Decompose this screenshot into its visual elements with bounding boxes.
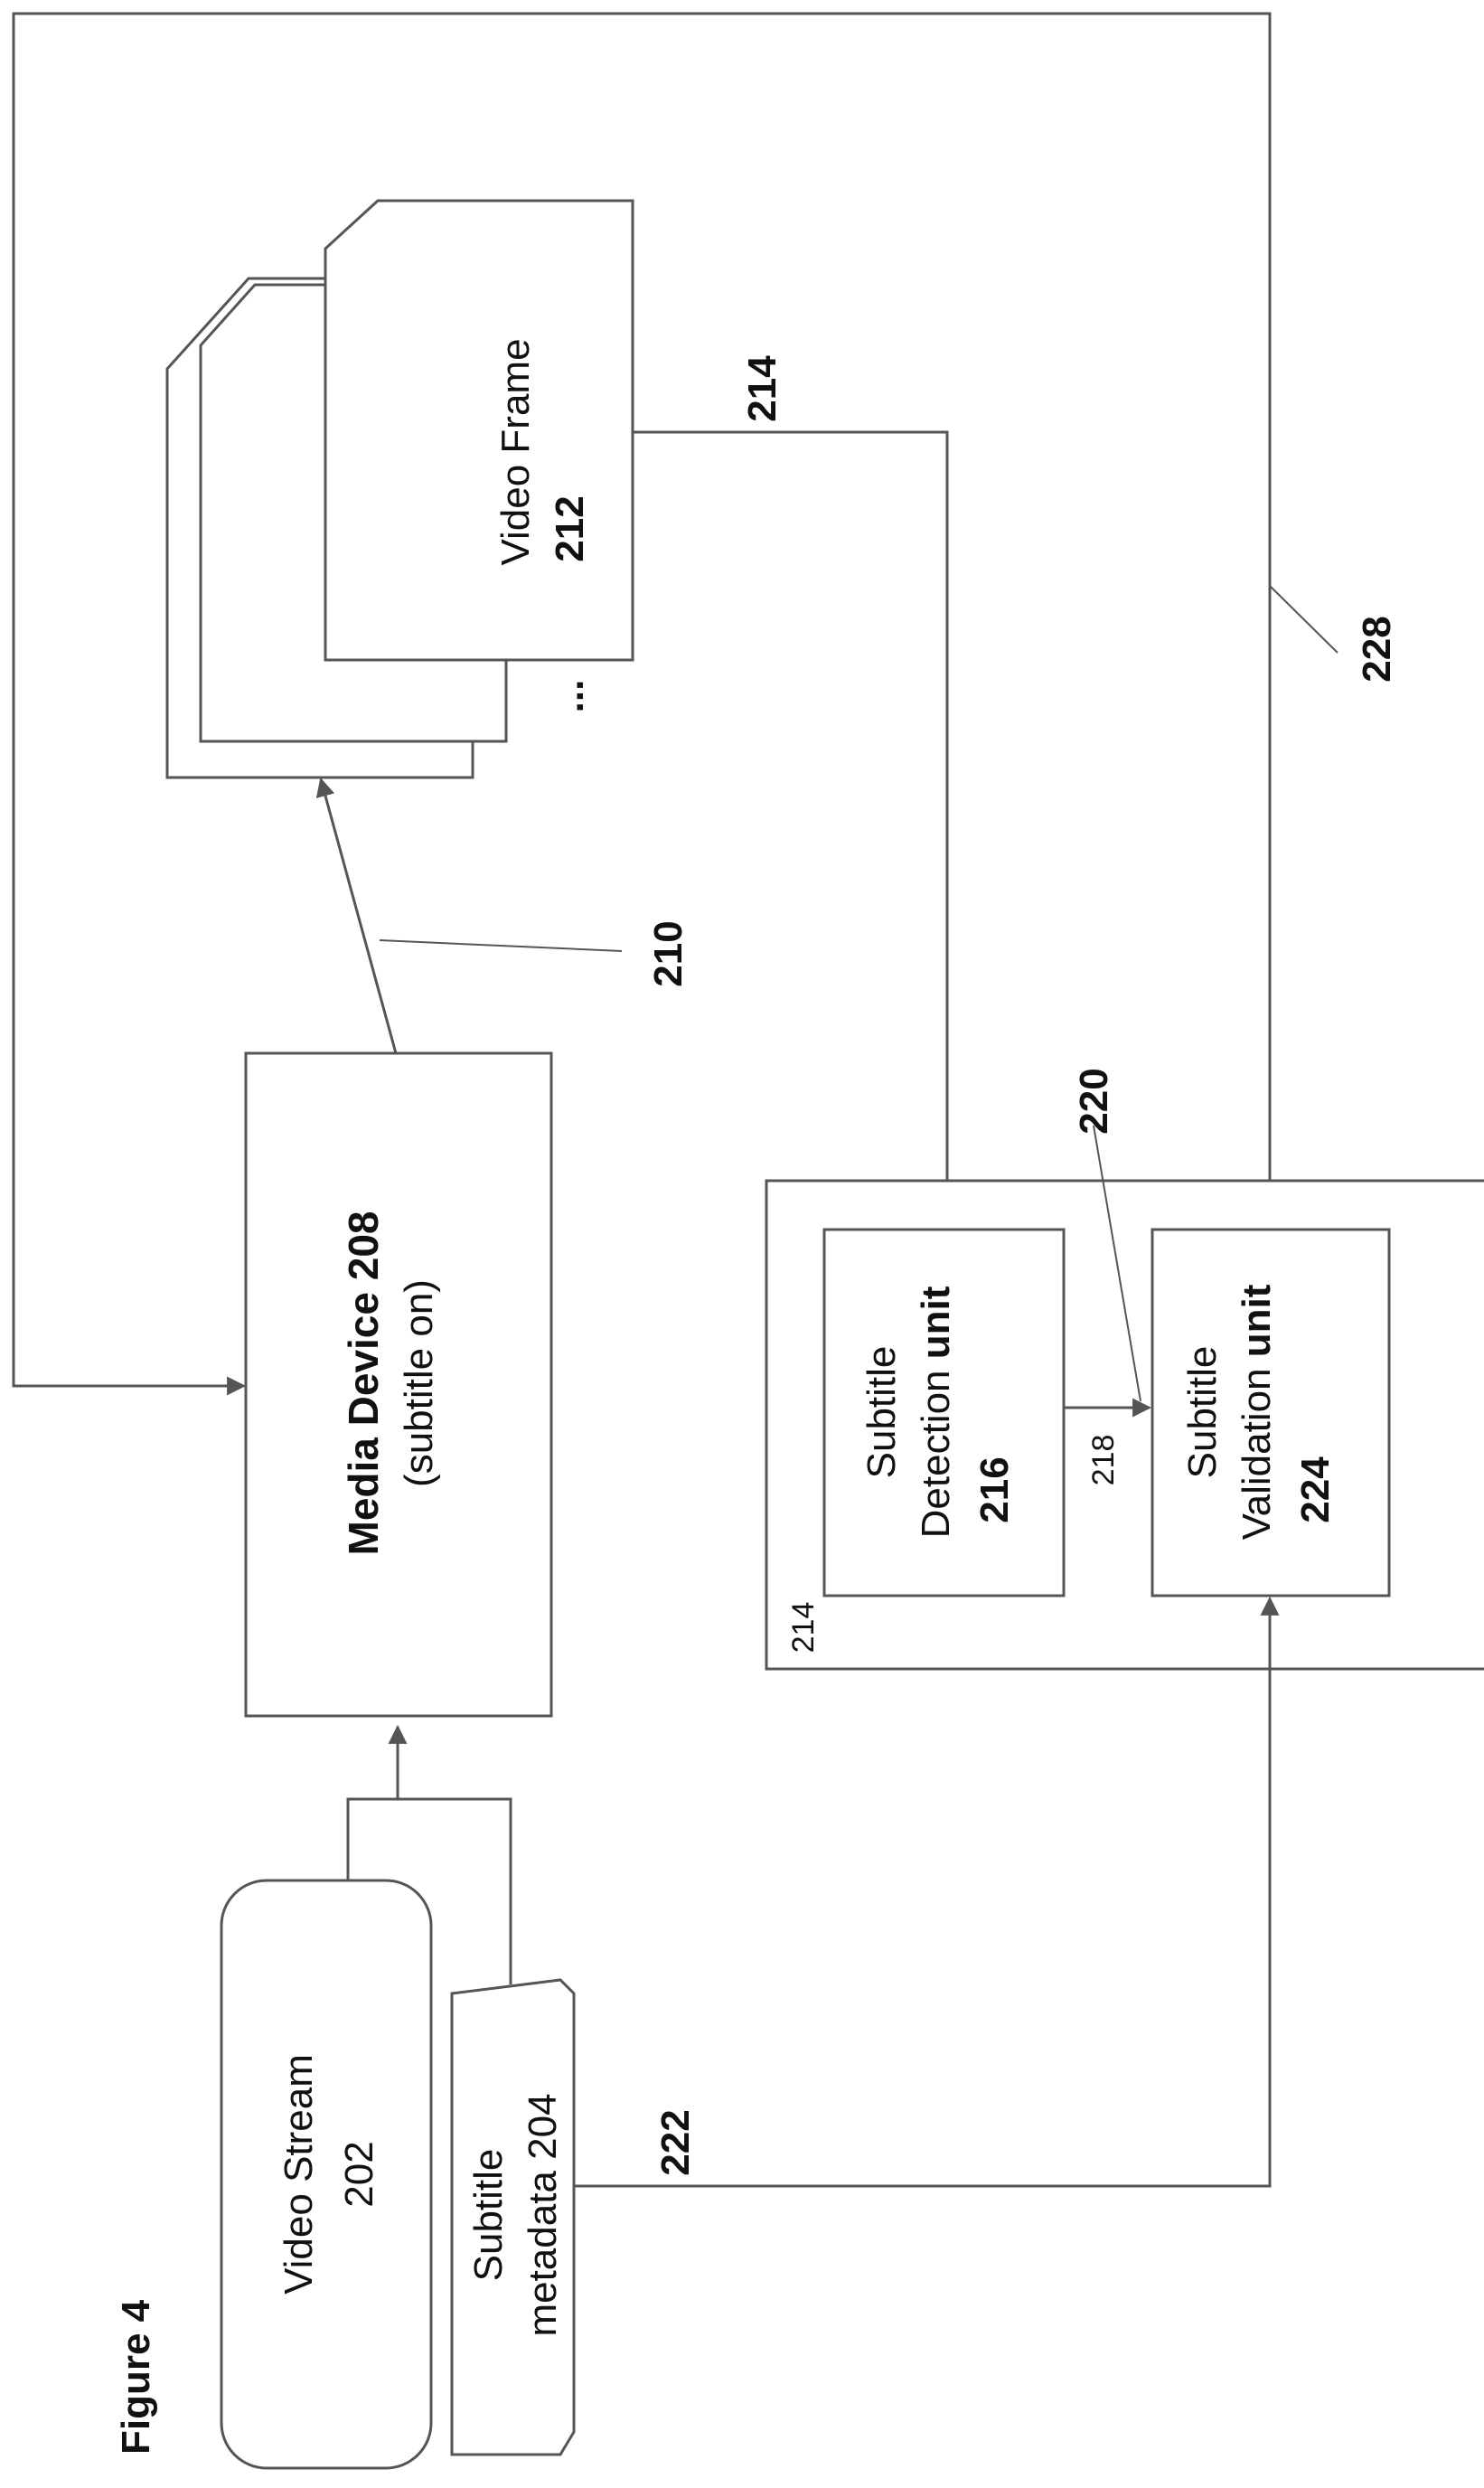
detection-line2-bold: unit (914, 1286, 958, 1359)
video-frame-number: 212 (548, 495, 592, 561)
video-stream-number: 202 (337, 2141, 381, 2207)
ref-220: 220 (1072, 1068, 1116, 1134)
video-stream-box: Video Stream 202 (221, 1880, 431, 2468)
subtitle-metadata-box: Subtitle metadata 204 (452, 1980, 574, 2455)
svg-text:Validation unit: Validation unit (1235, 1284, 1279, 1540)
detection-line2-prefix: Detection (914, 1359, 958, 1538)
validation-line2-bold: unit (1235, 1284, 1279, 1357)
figure-title: Figure 4 (114, 2299, 158, 2455)
ref-214-top: 214 (740, 355, 784, 422)
detection-line1: Subtitle (859, 1346, 904, 1479)
container-label: 214 (786, 1602, 821, 1654)
video-frames-stack: Video Frame 212 ... (167, 201, 633, 778)
subtitle-metadata-line1: Subtitle (466, 2149, 511, 2282)
media-device-subtitle: (subtitle on) (397, 1279, 441, 1487)
ref-210: 210 (646, 920, 690, 986)
svg-text:Detection unit: Detection unit (914, 1286, 958, 1538)
subtitle-metadata-line2: metadata 204 (521, 2093, 565, 2336)
arrow-214: 214 (633, 355, 947, 1227)
subtitle-validation-unit: Subtitle Validation unit 224 (1152, 1230, 1389, 1596)
video-frame-ellipsis: ... (548, 680, 592, 713)
video-stream-label: Video Stream (277, 2054, 321, 2295)
subtitle-detection-unit: Subtitle Detection unit 216 (824, 1230, 1064, 1596)
ref-222: 222 (653, 2109, 698, 2175)
detection-number: 216 (972, 1456, 1017, 1522)
media-device-title: Media Device 208 (340, 1211, 387, 1555)
arrow-210: 210 (321, 779, 690, 1053)
video-frame-label: Video Frame (493, 338, 538, 565)
ref-228: 228 (1355, 616, 1399, 682)
arrow-222: 222 (574, 1598, 1270, 2186)
validation-line1: Subtitle (1180, 1346, 1225, 1479)
media-device-box: Media Device 208 (subtitle on) (246, 1053, 551, 1716)
validation-line2-prefix: Validation (1235, 1357, 1279, 1540)
validation-number: 224 (1293, 1456, 1338, 1523)
ref-218: 218 (1086, 1435, 1121, 1486)
